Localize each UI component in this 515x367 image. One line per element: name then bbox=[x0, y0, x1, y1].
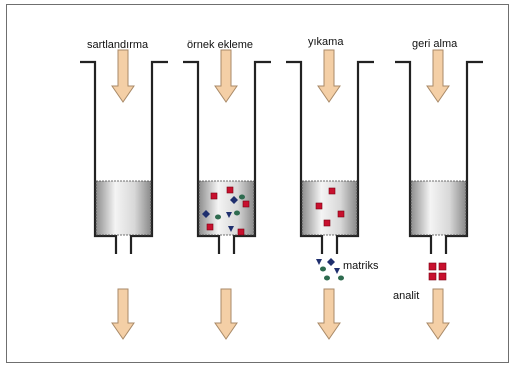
arrow-down-icon bbox=[111, 288, 135, 340]
stage-label-washing: yıkama bbox=[308, 36, 344, 48]
arrow-down-icon bbox=[317, 49, 341, 103]
sorbent-bed-conditioning bbox=[95, 180, 152, 236]
analyte-label: analit bbox=[393, 290, 420, 302]
arrow-down-icon bbox=[111, 49, 135, 103]
matrix-particles bbox=[202, 194, 245, 232]
stage-washing bbox=[286, 49, 374, 340]
analyte-particles bbox=[315, 187, 345, 227]
stage-label-conditioning: sartlandırma bbox=[87, 39, 149, 51]
arrow-down-icon bbox=[214, 288, 238, 340]
stage-recovery bbox=[395, 49, 483, 340]
stage-label-sample-loading: örnek ekleme bbox=[187, 39, 254, 51]
arrow-down-icon bbox=[317, 288, 341, 340]
sorbent-bed-recovery bbox=[410, 180, 467, 236]
matrix-particles-eluted bbox=[316, 258, 344, 281]
matrix-label: matriks bbox=[343, 260, 379, 272]
stage-conditioning bbox=[80, 49, 168, 340]
tube-sample-loading bbox=[183, 60, 271, 254]
stage-label-recovery: geri alma bbox=[412, 38, 458, 50]
tube-recovery bbox=[395, 60, 483, 254]
analyte-particles bbox=[206, 186, 250, 236]
tube-conditioning bbox=[80, 60, 168, 254]
tube-washing bbox=[286, 60, 374, 254]
arrow-down-icon bbox=[426, 49, 450, 103]
arrow-down-icon bbox=[214, 49, 238, 103]
analyte-particles-eluted bbox=[428, 262, 447, 281]
stage-sample-loading bbox=[183, 49, 271, 340]
arrow-down-icon bbox=[426, 288, 450, 340]
